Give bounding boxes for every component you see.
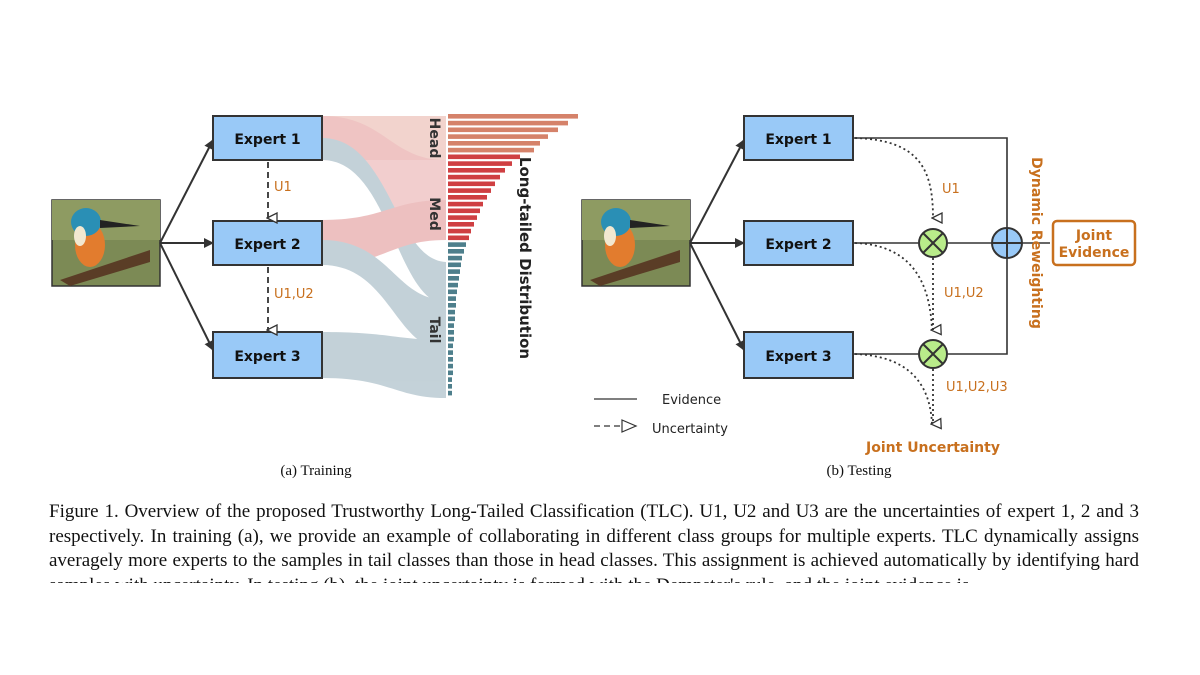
distribution-bar-med xyxy=(448,228,471,234)
distribution-bar-head xyxy=(448,147,534,153)
legend-evidence-label: Evidence xyxy=(662,393,721,408)
distribution-bar-med xyxy=(448,181,495,187)
distribution-bar-tail xyxy=(448,269,460,274)
distribution-bar-tail xyxy=(448,289,457,295)
panel-a-training: Expert 1 Expert 2 Expert 3 U1 U1,U2 Head… xyxy=(51,114,578,479)
expert-3-a: Expert 3 xyxy=(212,331,323,379)
distribution-bar-tail xyxy=(448,330,454,335)
group-med-label: Med xyxy=(426,197,442,230)
distribution-bar-med xyxy=(448,168,505,173)
u1u2-label-a: U1,U2 xyxy=(274,287,314,302)
distribution-bar-tail xyxy=(448,390,452,396)
distribution-bar-head xyxy=(448,134,548,139)
fusion-node-1 xyxy=(918,228,948,258)
distribution-bar-tail xyxy=(448,323,454,328)
distribution-bar-tail xyxy=(448,296,456,301)
distribution-bar-head xyxy=(448,114,578,119)
legend: Evidence Uncertainty xyxy=(594,393,728,437)
distribution-label: Long-tailed Distribution xyxy=(516,157,534,359)
group-head-label: Head xyxy=(426,118,442,159)
distribution-bar-tail xyxy=(448,262,461,268)
arrow-to-expert3-a xyxy=(159,242,214,351)
figure-caption: Figure 1. Overview of the proposed Trust… xyxy=(49,501,1139,583)
distribution-bar-med xyxy=(448,154,520,160)
expert-2-a: Expert 2 xyxy=(212,220,323,266)
distribution-bar-tail xyxy=(448,303,456,308)
expert-2-b: Expert 2 xyxy=(743,220,854,266)
distribution-bar-med xyxy=(448,215,477,220)
expert-1-b: Expert 1 xyxy=(743,115,854,161)
u1u2-label-b: U1,U2 xyxy=(944,286,984,301)
joint-uncertainty-label: Joint Uncertainty xyxy=(865,440,1000,456)
distribution-bar-tail xyxy=(448,370,453,376)
distribution-bar-head xyxy=(448,141,540,146)
distribution-bar-med xyxy=(448,174,500,180)
fusion-node-2 xyxy=(918,339,948,369)
distribution-bar-tail xyxy=(448,350,453,355)
u1-label-b: U1 xyxy=(942,182,960,197)
panel-b-testing: Expert 1 Expert 2 Expert 3 xyxy=(581,115,1137,479)
kingfisher-image-b xyxy=(581,199,691,287)
distribution-bar-tail xyxy=(448,309,455,315)
expert-1-a: Expert 1 xyxy=(212,115,323,161)
arrow-to-expert1-b xyxy=(689,139,745,244)
distribution-bar-tail xyxy=(448,377,452,382)
distribution-bar-med xyxy=(448,235,469,241)
joint-evidence-box: Joint Evidence xyxy=(1051,219,1137,267)
u1-label-a: U1 xyxy=(274,180,292,195)
kingfisher-image-a xyxy=(51,199,161,287)
distribution-bar-med xyxy=(448,188,491,193)
subcaption-b: (b) Testing xyxy=(827,463,892,479)
distribution-bar-med xyxy=(448,195,487,200)
distribution-bar-med xyxy=(448,161,512,166)
expert-3-b-label: Expert 3 xyxy=(765,349,831,365)
distribution-bar-tail xyxy=(448,242,466,247)
arrow-to-expert3-b xyxy=(689,242,745,351)
distribution-bar-tail xyxy=(448,343,453,349)
distribution-bar-tail xyxy=(448,282,458,288)
expert-1-b-label: Expert 1 xyxy=(765,132,831,148)
group-tail-label: Tail xyxy=(426,317,442,344)
sankey-flows xyxy=(322,116,446,398)
distribution-bar-head xyxy=(448,120,568,126)
distribution-bar-tail xyxy=(448,357,453,362)
expert-1-a-label: Expert 1 xyxy=(234,132,300,148)
joint-evidence-line1: Joint xyxy=(1075,228,1113,244)
uncertainty-curves-b xyxy=(854,137,933,424)
distribution-bar-tail xyxy=(448,249,464,254)
distribution-bar-head xyxy=(448,127,558,133)
distribution-bar-med xyxy=(448,201,483,207)
sum-node xyxy=(991,227,1023,259)
subcaption-a: (a) Training xyxy=(280,463,352,479)
distribution-bar-tail xyxy=(448,363,453,369)
distribution-bar-med xyxy=(448,208,480,214)
expert-2-a-label: Expert 2 xyxy=(234,237,300,253)
u1u2u3-label-b: U1,U2,U3 xyxy=(946,380,1008,395)
distribution-bar-med xyxy=(448,222,474,227)
distribution-bar-tail xyxy=(448,316,455,322)
legend-hollow-arrow-icon xyxy=(621,419,638,433)
figure-canvas: Expert 1 Expert 2 Expert 3 U1 U1,U2 Head… xyxy=(51,114,1137,479)
distribution-bar-tail xyxy=(448,255,462,261)
legend-uncertainty-label: Uncertainty xyxy=(652,422,728,437)
distribution-bar-tail xyxy=(448,384,452,389)
expert-3-b: Expert 3 xyxy=(743,331,854,379)
expert-3-a-label: Expert 3 xyxy=(234,349,300,365)
distribution-bar-tail xyxy=(448,276,459,281)
joint-evidence-line2: Evidence xyxy=(1059,245,1130,261)
dynamic-reweighting-label: Dynamic Reweighting xyxy=(1028,157,1044,329)
distribution-bar-tail xyxy=(448,336,454,342)
arrow-to-expert1-a xyxy=(159,139,214,244)
long-tailed-distribution-bars xyxy=(448,114,578,396)
expert-2-b-label: Expert 2 xyxy=(765,237,831,253)
